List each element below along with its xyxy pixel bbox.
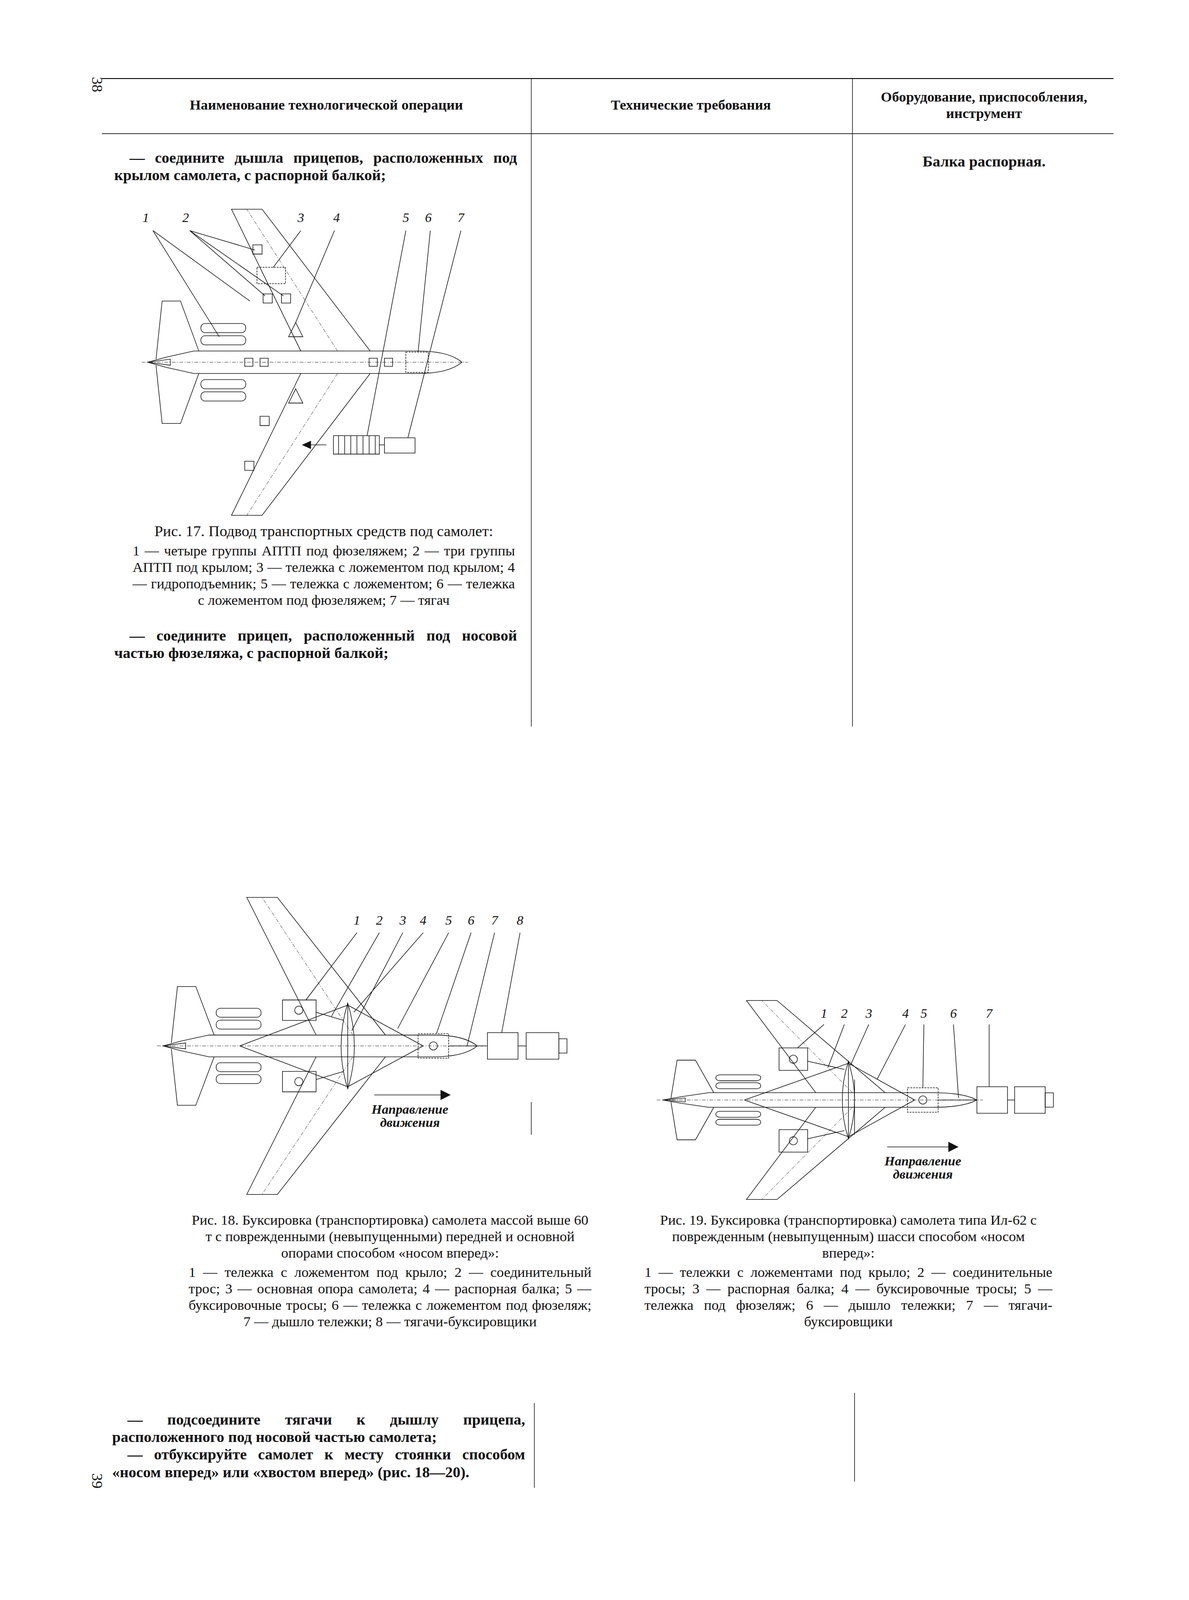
- body-text: — отбуксируйте самолет к месту стоянки с…: [112, 1445, 526, 1481]
- figure-caption: Рис. 17. Подвод транспортных средств под…: [132, 522, 515, 540]
- callout-number: 3: [289, 210, 313, 226]
- callout-number: 1: [134, 210, 158, 226]
- callout-number: 2: [174, 210, 197, 226]
- table-header: Технические требования: [535, 96, 847, 114]
- callout-number: 4: [411, 912, 435, 928]
- page-number: 38: [87, 69, 106, 100]
- callout-number: 5: [912, 1005, 936, 1021]
- callout-number: 6: [942, 1005, 965, 1021]
- figure-legend: 1 — тележки с ложементами под крыло; 2 —…: [644, 1263, 1053, 1330]
- figure-legend: 1 — тележка с ложементом под крыло; 2 — …: [188, 1263, 592, 1330]
- direction-label: Направление движения: [358, 1102, 461, 1129]
- callout-number: 8: [508, 912, 532, 928]
- callout-number: 5: [437, 912, 460, 928]
- callout-number: 7: [977, 1005, 1001, 1021]
- callout-number: 6: [459, 912, 483, 928]
- direction-label: Направление движения: [871, 1154, 974, 1181]
- callout-number: 7: [483, 912, 506, 928]
- callout-number: 1: [345, 912, 369, 928]
- callout-number: 4: [325, 210, 348, 226]
- table-header: Оборудование, приспособления, инструмент: [856, 88, 1112, 122]
- callout-number: 2: [368, 912, 391, 928]
- callout-number: 6: [417, 210, 440, 226]
- figure-18: [157, 897, 567, 1194]
- body-text: — соедините дышла прицепов, расположенны…: [114, 149, 518, 185]
- callout-number: 3: [857, 1005, 881, 1021]
- figure-17: [141, 209, 468, 516]
- page-number: 39: [87, 1464, 106, 1496]
- body-text: — соедините прицеп, расположенный под но…: [114, 626, 518, 662]
- figure-legend: 1 — четыре группы АПТП под фюзеляжем; 2 …: [132, 542, 515, 609]
- callout-number: 3: [391, 912, 415, 928]
- body-text: — подсоедините тягачи к дышлу прицепа, р…: [112, 1410, 526, 1446]
- figure-caption: Рис. 18. Буксировка (транспортировка) са…: [188, 1211, 592, 1261]
- callout-number: 5: [394, 210, 418, 226]
- table-cell: Балка распорная.: [861, 152, 1107, 171]
- figure-caption: Рис. 19. Буксировка (транспортировка) са…: [644, 1211, 1053, 1261]
- table-header: Наименование технологической операции: [127, 96, 526, 114]
- callout-number: 4: [894, 1005, 917, 1021]
- callout-number: 7: [449, 210, 473, 226]
- callout-number: 1: [812, 1005, 836, 1021]
- figure-19: [656, 1000, 1054, 1199]
- callout-number: 2: [833, 1005, 856, 1021]
